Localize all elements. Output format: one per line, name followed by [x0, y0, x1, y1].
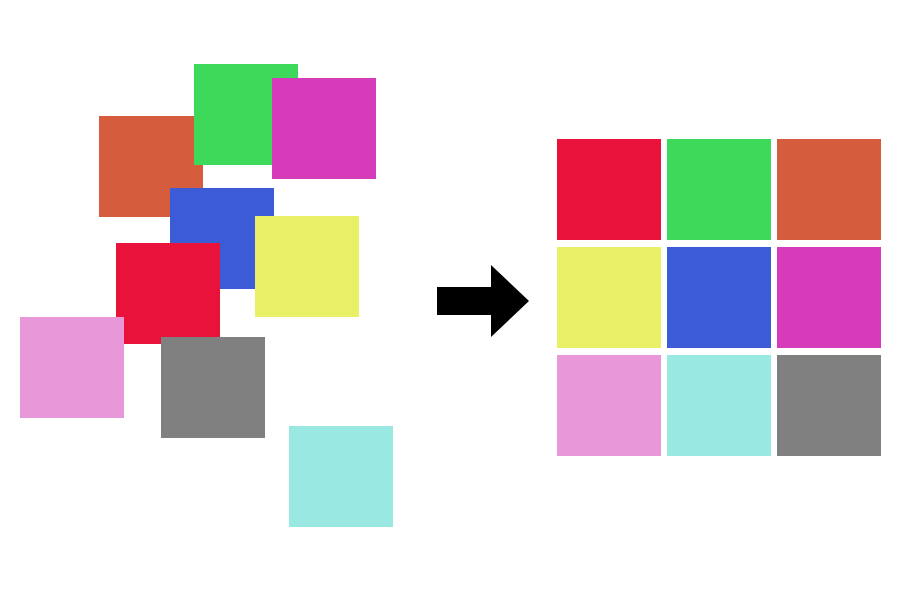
grid-square-orange	[777, 139, 881, 240]
organized-grid	[557, 139, 881, 457]
grid-square-pink	[557, 355, 661, 456]
scattered-square-red	[116, 243, 220, 344]
scattered-square-magenta	[272, 78, 376, 179]
right-arrow-icon	[437, 265, 529, 337]
grid-square-blue	[667, 247, 771, 348]
arrow-shape	[437, 265, 529, 337]
scattered-square-pink	[20, 317, 124, 418]
scattered-square-cyan	[289, 426, 393, 527]
grid-square-cyan	[667, 355, 771, 456]
grid-square-gray	[777, 355, 881, 456]
grid-square-green	[667, 139, 771, 240]
grid-square-magenta	[777, 247, 881, 348]
grid-square-red	[557, 139, 661, 240]
scattered-square-gray	[161, 337, 265, 438]
grid-square-yellow	[557, 247, 661, 348]
scattered-square-yellow	[255, 216, 359, 317]
